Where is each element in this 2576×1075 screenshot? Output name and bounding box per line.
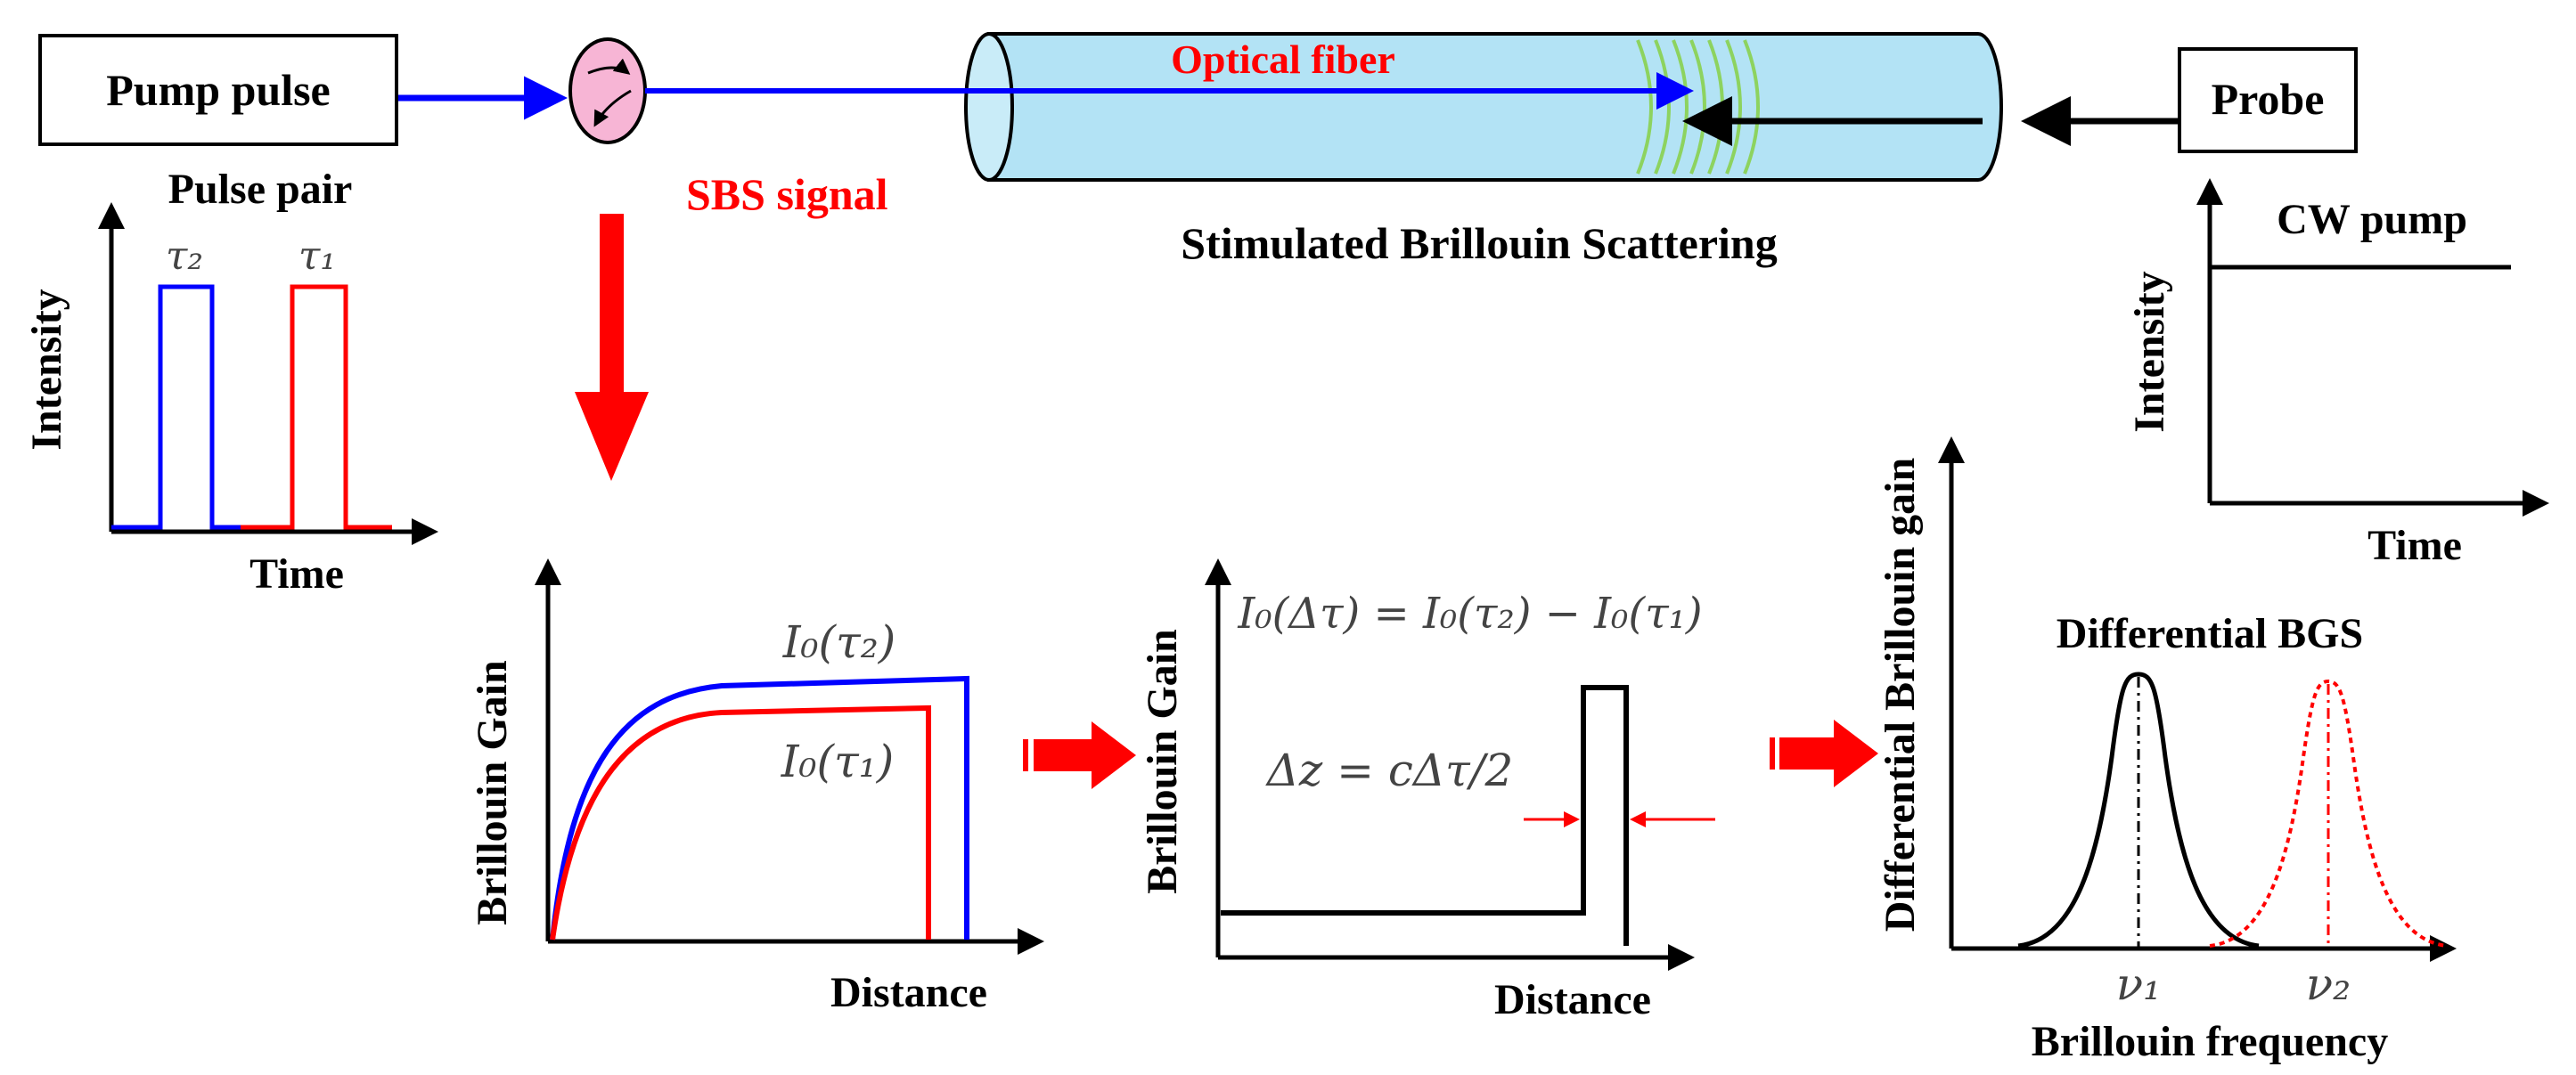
pulse-pair-plot: Pulse pair τ₂ τ₁ Intensity Time bbox=[23, 166, 438, 598]
optical-fiber-label: Optical fiber bbox=[1171, 37, 1395, 82]
gain-xlabel: Distance bbox=[830, 969, 987, 1016]
pulse-intensity-label: Intensity bbox=[23, 289, 70, 450]
tau1-label: τ₁ bbox=[298, 233, 336, 279]
diffgain-xlabel: Distance bbox=[1494, 976, 1651, 1023]
bgs-xlabel: Brillouin frequency bbox=[2032, 1018, 2388, 1065]
i0-dtau-equation: I₀(Δτ) = I₀(τ₂) − I₀(τ₁) bbox=[1237, 589, 1702, 639]
gain-ylabel: Brillouin Gain bbox=[469, 660, 516, 924]
cw-pump-plot: CW pump Intensity Time bbox=[2126, 178, 2549, 569]
circulator-icon bbox=[568, 37, 647, 144]
pump-pulse-box: Pump pulse bbox=[38, 34, 398, 146]
nu1-label: ν₁ bbox=[2116, 958, 2161, 1010]
delta-z-equation: Δz = cΔτ/2 bbox=[1265, 745, 1514, 796]
sbs-down-arrow bbox=[575, 214, 649, 481]
gain-tau1-trace bbox=[550, 704, 931, 941]
differential-gain-trace bbox=[1221, 685, 1629, 946]
probe-box: Probe bbox=[2178, 47, 2358, 153]
process-arrow-2 bbox=[1779, 720, 1878, 787]
process-arrow-1-tail bbox=[1023, 739, 1028, 771]
cw-time-label: Time bbox=[2367, 522, 2462, 569]
cw-intensity-label: Intensity bbox=[2126, 271, 2173, 432]
tau2-label: τ₂ bbox=[166, 233, 203, 279]
differential-bgs-plot: Differential BGS ν₁ ν₂ Brillouin frequen… bbox=[1877, 436, 2457, 1065]
gain-distance-plot: I₀(τ₂) I₀(τ₁) Brillouin Gain Distance bbox=[469, 558, 1044, 1016]
i0-tau2-label: I₀(τ₂) bbox=[782, 616, 896, 668]
process-arrow-2-tail bbox=[1770, 737, 1775, 770]
pulse-tau2-trace bbox=[111, 284, 241, 530]
bgs-ylabel: Differential Brillouin gain bbox=[1877, 458, 1924, 932]
bgs-nu1-peak bbox=[2017, 672, 2260, 949]
nu2-label: ν₂ bbox=[2306, 958, 2351, 1010]
pulse-tau1-trace bbox=[241, 284, 392, 530]
i0-tau1-label: I₀(τ₁) bbox=[781, 736, 895, 787]
cw-pump-label: CW pump bbox=[2277, 196, 2467, 243]
process-arrow-1 bbox=[1034, 721, 1136, 789]
probe-label: Probe bbox=[2212, 74, 2325, 124]
diffgain-ylabel: Brillouin Gain bbox=[1139, 629, 1186, 893]
sbs-title-label: Stimulated Brillouin Scattering bbox=[1181, 218, 1777, 268]
differential-gain-plot: I₀(Δτ) = I₀(τ₂) − I₀(τ₁) Δz = cΔτ/2 Bril… bbox=[1139, 558, 1715, 1023]
pulse-time-label: Time bbox=[249, 550, 344, 598]
pulse-pair-title: Pulse pair bbox=[168, 166, 353, 213]
bgs-nu2-peak bbox=[2209, 679, 2448, 948]
optical-fiber: Optical fiber bbox=[964, 32, 2003, 182]
pump-pulse-label: Pump pulse bbox=[106, 65, 330, 115]
gain-tau2-trace bbox=[550, 675, 969, 941]
differential-bgs-title: Differential BGS bbox=[2057, 610, 2363, 657]
sbs-signal-label: SBS signal bbox=[686, 169, 888, 219]
